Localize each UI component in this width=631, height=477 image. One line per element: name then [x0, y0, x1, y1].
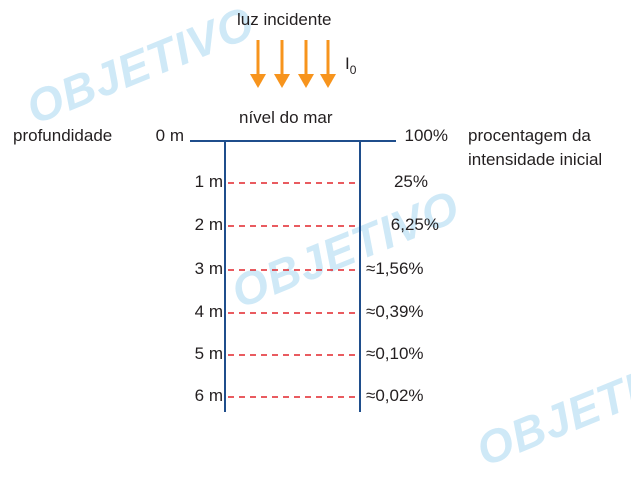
depth-label-5: 5 m: [194, 344, 223, 363]
diagram-graphics: [190, 40, 396, 412]
depth-label-0: 0 m: [155, 126, 184, 145]
percent-label-6: ≈0,02%: [366, 386, 424, 405]
depth-label-4: 4 m: [194, 302, 223, 321]
percent-label-3: ≈1,56%: [366, 259, 424, 278]
intensity-subscript: 0: [349, 63, 357, 77]
percent-label-4: ≈0,39%: [366, 302, 424, 321]
percent-label-5: ≈0,10%: [366, 344, 424, 363]
intensity-symbol-letter: I: [345, 54, 350, 73]
depth-label-1: 1 m: [194, 172, 223, 191]
incident-light-label: luz incidente: [237, 10, 332, 29]
incident-light-arrows: [250, 40, 336, 88]
percent-axis-label-line2: intensidade inicial: [468, 150, 603, 169]
intensity-symbol: I0: [345, 54, 357, 77]
depth-label-2: 2 m: [194, 215, 223, 234]
percent-label-1: 25%: [393, 172, 428, 191]
percent-axis-label-line1: procentagem da: [468, 126, 591, 145]
arrow-icon: [250, 40, 266, 88]
depth-label-6: 6 m: [194, 386, 223, 405]
arrow-icon: [274, 40, 290, 88]
depth-axis-label: profundidade: [13, 126, 113, 145]
depth-label-3: 3 m: [194, 259, 223, 278]
percent-label-2: 6,25%: [390, 215, 439, 234]
percent-label-0: 100%: [404, 126, 448, 145]
arrow-icon: [298, 40, 314, 88]
sea-level-label: nível do mar: [239, 108, 333, 127]
depth-lines: [228, 182, 357, 398]
arrow-icon: [320, 40, 336, 88]
diagram: OBJETIVO OBJETIVO OBJETIVO: [13, 0, 631, 476]
